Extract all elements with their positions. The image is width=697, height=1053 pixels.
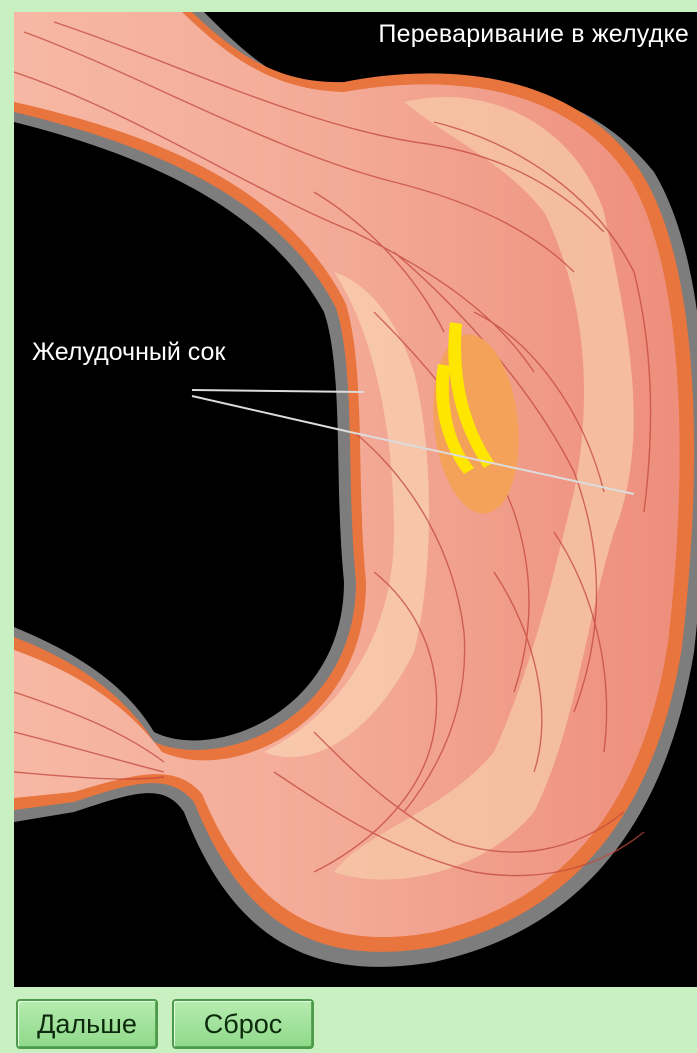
- stomach-illustration: [14, 12, 697, 987]
- diagram-stage: Переваривание в желудке Желудочный сок: [14, 12, 697, 987]
- control-bar: Дальше Сброс: [0, 987, 697, 1053]
- next-button[interactable]: Дальше: [16, 999, 158, 1049]
- label-gastric-juice: Желудочный сок: [32, 338, 225, 367]
- reset-button[interactable]: Сброс: [172, 999, 314, 1049]
- diagram-title: Переваривание в желудке: [378, 20, 689, 49]
